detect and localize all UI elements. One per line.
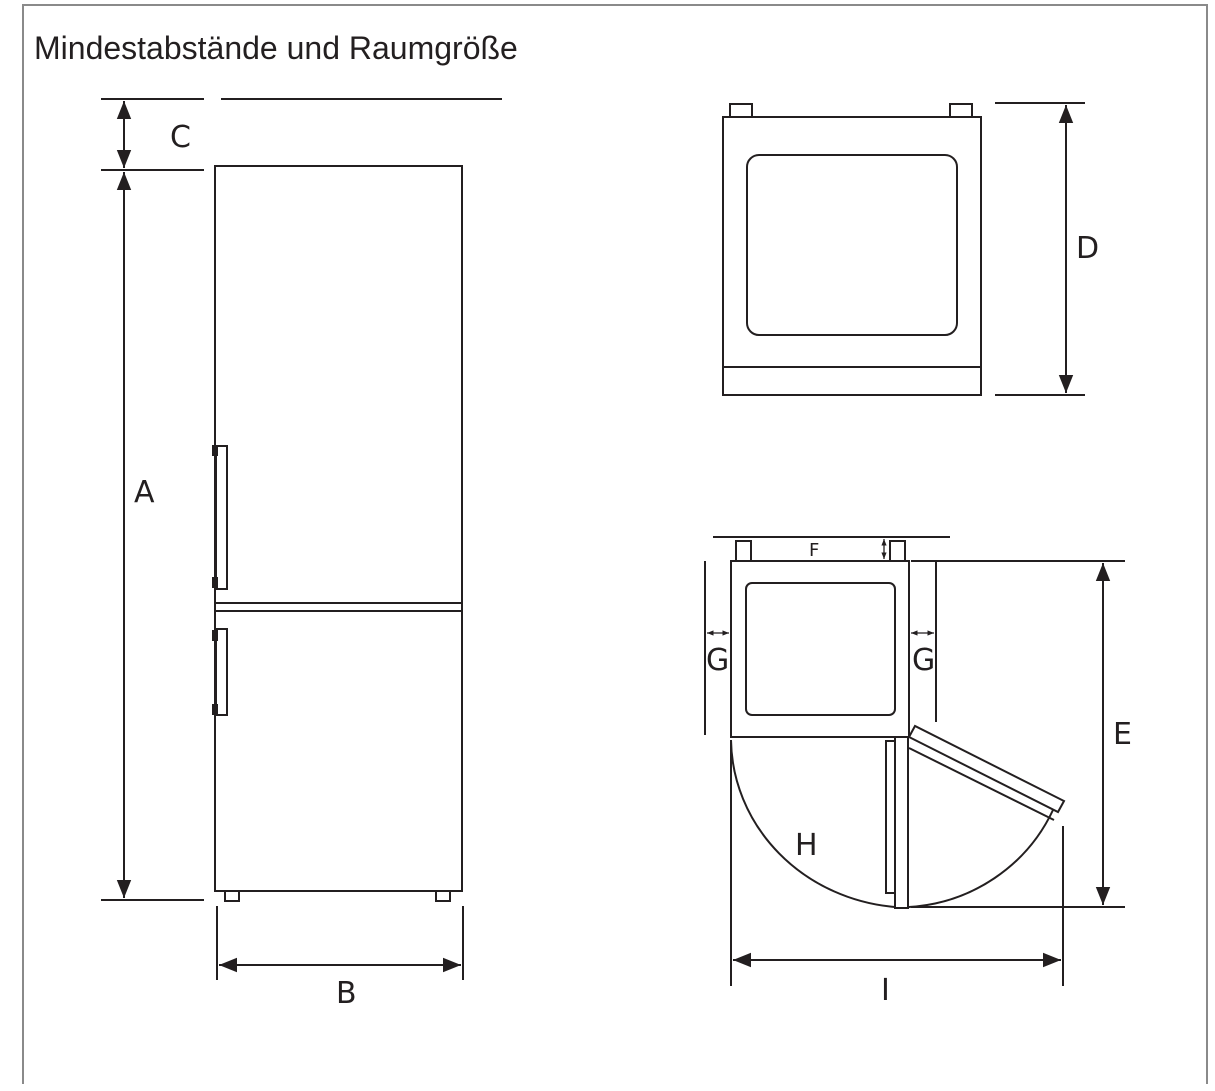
page-title: Mindestabstände und Raumgröße <box>34 30 518 66</box>
label-c: C <box>170 120 191 155</box>
fridge-top-view <box>722 103 982 396</box>
label-g-left: G <box>706 643 729 678</box>
dimension-d <box>995 102 1085 396</box>
door-swing-arc-right <box>908 809 1054 908</box>
label-h: H <box>795 828 818 863</box>
label-e: E <box>1113 717 1132 752</box>
dimension-c <box>101 98 502 171</box>
label-g-right: G <box>912 643 935 678</box>
door-swing-arc-left <box>730 739 896 908</box>
dimension-e <box>911 560 1125 908</box>
label-f: F <box>809 540 819 561</box>
label-a: A <box>134 475 155 510</box>
dimension-g-left <box>704 561 729 735</box>
fridge-front-view <box>212 165 463 902</box>
dimension-a <box>101 172 204 901</box>
dimension-i <box>730 740 1064 986</box>
label-b: B <box>336 976 357 1011</box>
label-i: I <box>881 973 890 1008</box>
dimension-g-right <box>911 561 937 722</box>
label-d: D <box>1076 231 1099 266</box>
dimension-b <box>216 906 464 980</box>
fridge-plan-view <box>713 536 1066 909</box>
diagram-frame <box>22 4 1208 1084</box>
